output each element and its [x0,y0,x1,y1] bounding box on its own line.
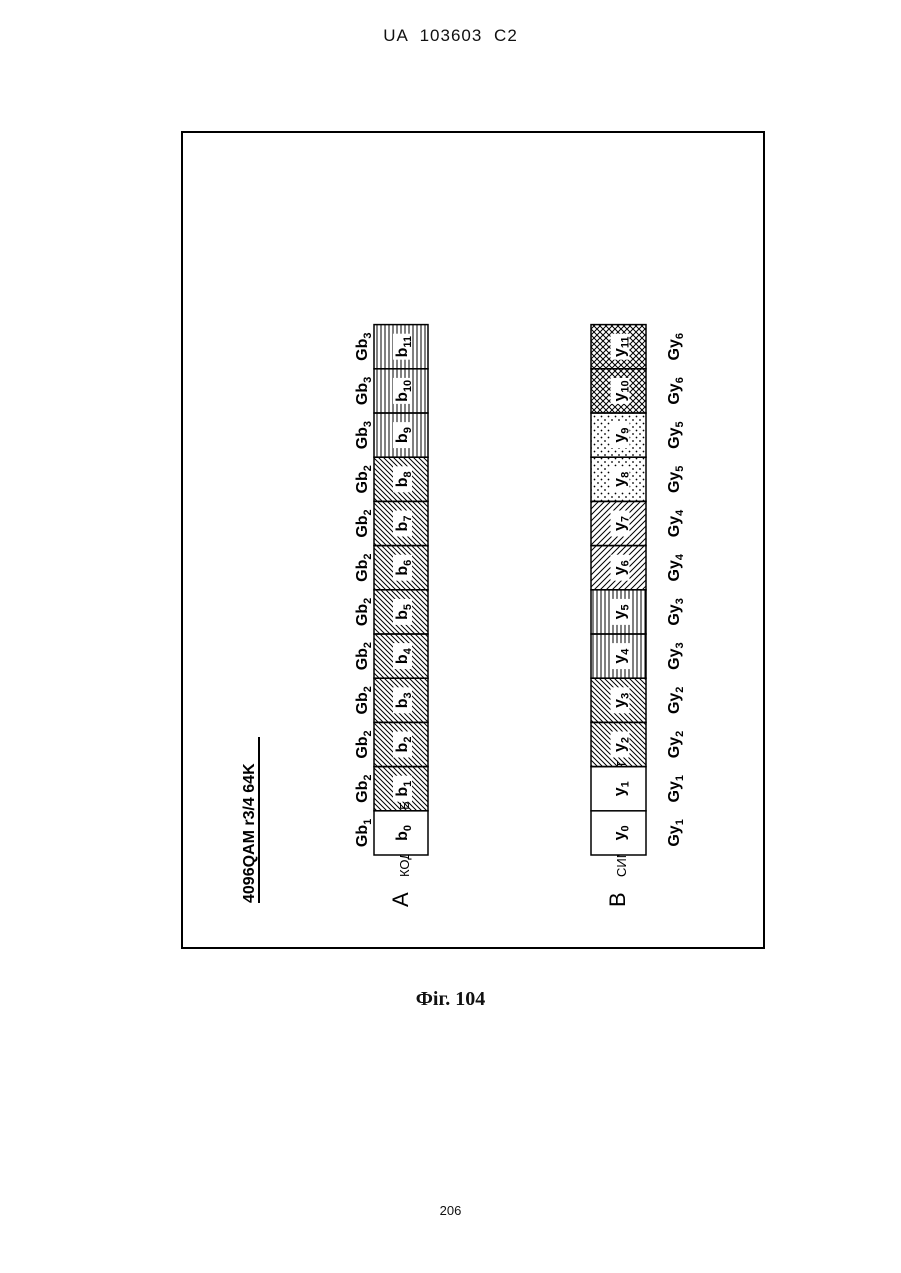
bit-cell: b2 [374,722,428,766]
bit-cell: b10 [374,369,428,413]
bit-cell: b8 [374,457,428,501]
row-letter: B [605,892,630,907]
group-label: Gb2 [354,598,374,626]
group-label: Gy2 [666,687,686,714]
group-label: Gb2 [354,730,374,758]
group-label: Gy5 [666,466,686,493]
group-label: Gy4 [666,553,686,581]
bit-cell: y2 [591,722,646,766]
bit-cell: b0 [374,811,428,855]
bit-cell: y3 [591,678,646,722]
group-label: Gy3 [666,642,686,669]
group-label: Gb3 [354,421,374,449]
bit-cell: b5 [374,590,428,634]
group-label: Gy1 [666,775,686,802]
patent-header: UA 103603 C2 [0,26,901,46]
group-label: Gb2 [354,686,374,714]
row-b: BСИМВОЛЬНИЙ БІТy0Gy1y1Gy1y2Gy2y3Gy2y4Gy3… [591,325,686,907]
bit-cell: y5 [591,590,646,634]
row-letter: A [388,892,413,907]
figure-caption: Фіг. 104 [0,988,901,1011]
figure-title: 4096QAM r3/4 64K [241,737,259,903]
group-label: Gb2 [354,465,374,493]
bit-cell: y0 [591,811,646,855]
group-label: Gy2 [666,731,686,758]
bit-assignment-diagram: 4096QAM r3/4 64K AКОДОВИЙ БІТb0Gb1b1Gb2b… [183,133,763,947]
figure-frame: 4096QAM r3/4 64K AКОДОВИЙ БІТb0Gb1b1Gb2b… [181,131,765,949]
group-label: Gb2 [354,509,374,537]
bit-cell: y10 [591,369,646,413]
group-label: Gy3 [666,598,686,625]
bit-cell: y7 [591,501,646,545]
group-label: Gb3 [354,333,374,361]
bit-cell: b6 [374,546,428,590]
bit-cell: b9 [374,413,428,457]
bit-cell: y9 [591,413,646,457]
group-label: Gb2 [354,775,374,803]
bit-cell: b1 [374,767,428,811]
figure-title-text: 4096QAM r3/4 64K [241,763,258,903]
bit-cell: b4 [374,634,428,678]
group-label: Gb3 [354,377,374,405]
group-label: Gy1 [666,819,686,846]
bit-cell: y8 [591,457,646,501]
group-label: Gb2 [354,554,374,582]
page-number: 206 [0,1203,901,1218]
bit-cell: b3 [374,678,428,722]
group-label: Gy4 [666,509,686,537]
group-label: Gb2 [354,642,374,670]
group-label: Gy5 [666,421,686,448]
bit-cell: y4 [591,634,646,678]
bit-cell: y6 [591,546,646,590]
row-a: AКОДОВИЙ БІТb0Gb1b1Gb2b2Gb2b3Gb2b4Gb2b5G… [354,325,428,907]
group-label: Gy6 [666,333,686,360]
bit-cell: y11 [591,325,646,369]
group-label: Gy6 [666,377,686,404]
bit-cell: y1 [591,767,646,811]
bit-cell: b11 [374,325,428,369]
group-label: Gb1 [354,819,374,847]
bit-cell: b7 [374,501,428,545]
